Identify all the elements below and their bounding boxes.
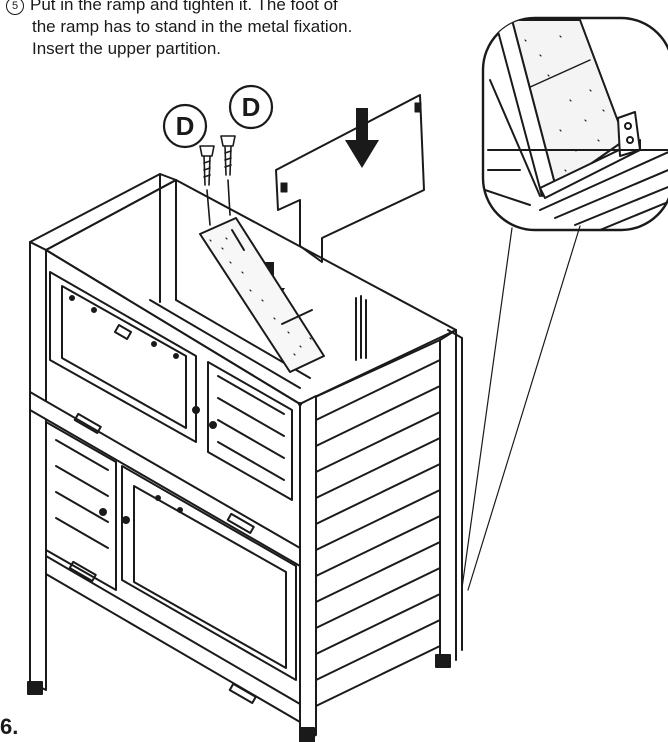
- screw-icon: [199, 145, 215, 226]
- detail-zoom-view: [481, 16, 668, 232]
- step-number: 6.: [0, 714, 19, 739]
- callout-circle-right: [228, 84, 274, 130]
- hutch-cabinet: [27, 173, 463, 742]
- down-arrow-icon: [345, 108, 379, 168]
- screw-icon: [220, 135, 236, 216]
- step-marker-circle: 5: [6, 0, 24, 15]
- upper-partition-panel: [275, 94, 425, 263]
- callout-label-left: D: [176, 111, 195, 141]
- zoom-leader-line-right: [467, 225, 581, 591]
- ramp-board: [199, 217, 325, 373]
- instruction-line-2: the ramp has to stand in the metal fixat…: [32, 17, 353, 36]
- callout-circle-left: [162, 103, 208, 149]
- zoom-leader-line-left: [461, 227, 513, 589]
- callout-label-right: D: [242, 92, 261, 122]
- instruction-line-3: Insert the upper partition.: [32, 39, 222, 58]
